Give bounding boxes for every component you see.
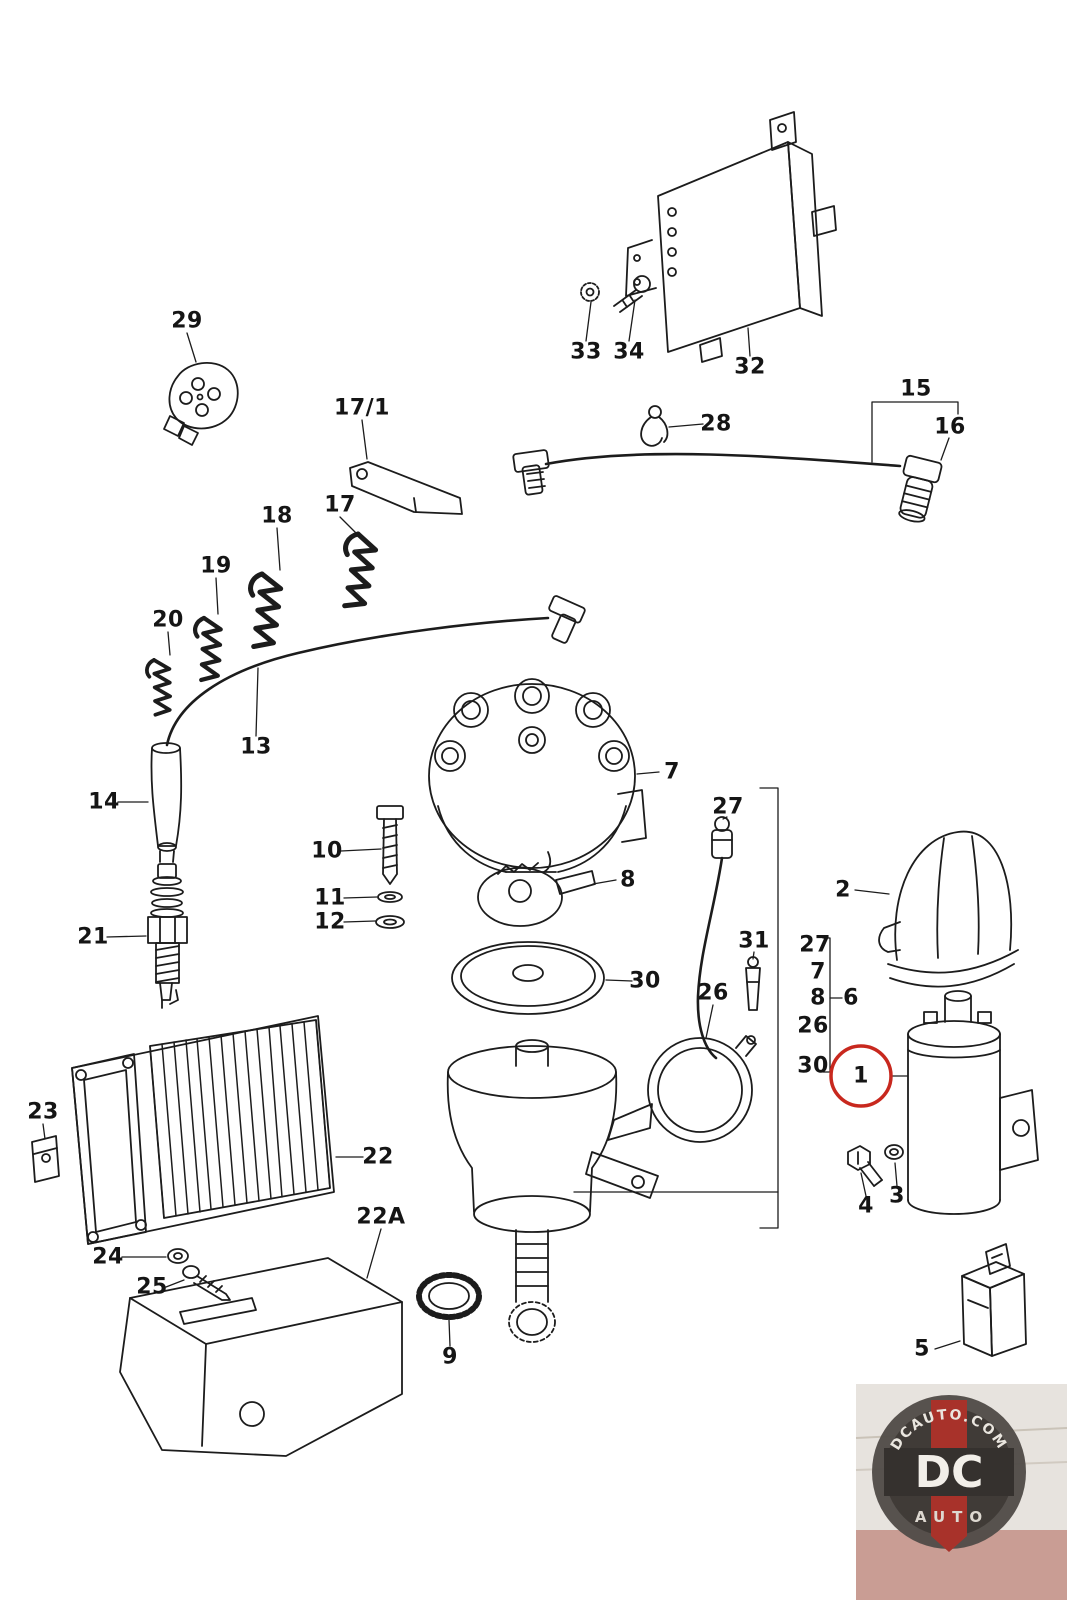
sensor-lead-27 — [696, 816, 733, 1060]
wire-holder-19 — [185, 617, 229, 684]
screw-25 — [182, 1265, 231, 1301]
part-label-25: 25 — [136, 1274, 168, 1300]
logo-initials-text: DC — [915, 1447, 984, 1498]
rotor-8 — [477, 862, 596, 927]
bolt-4 — [847, 1145, 883, 1187]
part-label-10: 10 — [311, 838, 343, 864]
wire-holder-20 — [138, 657, 179, 719]
connector-31 — [745, 956, 761, 1011]
spark-plug-21 — [147, 863, 188, 1009]
part-label-15: 15 — [900, 376, 932, 402]
part-label-12: 12 — [314, 909, 346, 935]
washer-12 — [375, 915, 405, 929]
logo-band — [884, 1448, 1014, 1496]
part-label-33: 33 — [570, 339, 602, 365]
dust-cover-30 — [451, 941, 605, 1015]
part-label-30: 30 — [629, 968, 661, 994]
ignition-switch-29 — [163, 362, 239, 446]
group-list-8: 8 — [810, 985, 826, 1011]
wire-holder-18 — [235, 572, 291, 652]
wire-connector-16 — [898, 454, 943, 523]
bolt-10 — [376, 805, 404, 885]
part-label-19: 19 — [200, 553, 232, 579]
lock-washer-33 — [580, 282, 600, 302]
control-unit-22 — [71, 1015, 335, 1245]
part-label-22: 22 — [362, 1144, 394, 1170]
part-label-1: 1 — [853, 1063, 869, 1089]
relay-5 — [961, 1243, 1027, 1357]
part-label-13: 13 — [240, 734, 272, 760]
part-label-6: 6 — [843, 985, 859, 1011]
cover-22a — [119, 1257, 403, 1457]
part-label-21: 21 — [77, 924, 109, 950]
part-label-18: 18 — [261, 503, 293, 529]
spark-plug-connector-14 — [150, 742, 183, 863]
vacuum-unit-26 — [607, 1035, 757, 1143]
part-label-9: 9 — [442, 1344, 458, 1370]
spark-plug-wire-15 — [512, 449, 943, 523]
logo-name-text: AUTO — [915, 1508, 989, 1526]
coil-cover-2 — [878, 830, 1019, 988]
part-label-4: 4 — [858, 1193, 874, 1219]
group-list-30: 30 — [797, 1053, 829, 1079]
part-label-32: 32 — [734, 354, 766, 380]
dcauto-logo: DCAUTO.COM DC AUTO — [855, 1384, 1067, 1600]
gasket-9 — [416, 1272, 482, 1320]
group-list-27: 27 — [799, 932, 831, 958]
ignition-coil-1 — [907, 990, 1039, 1215]
part-label-24: 24 — [92, 1244, 124, 1270]
part-label-31: 31 — [738, 928, 770, 954]
washer-11 — [377, 891, 403, 903]
control-unit-32 — [625, 111, 837, 363]
part-label-28: 28 — [700, 411, 732, 437]
heat-sink-fins — [149, 1019, 331, 1219]
part-label-29: 29 — [171, 308, 203, 334]
part-label-2: 2 — [835, 877, 851, 903]
group-list-26: 26 — [797, 1013, 829, 1039]
washer-3 — [884, 1144, 904, 1160]
part-label-20: 20 — [152, 607, 184, 633]
part-label-17-1: 17/1 — [334, 395, 390, 421]
part-label-17: 17 — [324, 492, 356, 518]
wire-holder-17 — [326, 531, 386, 612]
leader-lines — [42, 299, 961, 1350]
distributor-cap-7 — [428, 678, 647, 873]
part-label-14: 14 — [88, 789, 120, 815]
clip-28 — [640, 405, 669, 447]
ignition-wire-13 — [165, 595, 586, 747]
part-label-8: 8 — [620, 867, 636, 893]
part-label-22a: 22A — [356, 1204, 406, 1230]
clip-23 — [31, 1135, 60, 1183]
part-label-11: 11 — [314, 885, 346, 911]
part-label-7: 7 — [664, 759, 680, 785]
part-label-16: 16 — [934, 414, 966, 440]
highlight-circle — [829, 1044, 893, 1108]
bracket-17-1 — [349, 461, 463, 515]
group-list-7: 7 — [810, 959, 826, 985]
washer-24 — [167, 1248, 189, 1264]
part-label-23: 23 — [27, 1099, 59, 1125]
part-label-26: 26 — [697, 980, 729, 1006]
part-label-27: 27 — [712, 794, 744, 820]
part-label-34: 34 — [613, 339, 645, 365]
part-label-5: 5 — [914, 1336, 930, 1362]
part-label-3: 3 — [889, 1183, 905, 1209]
